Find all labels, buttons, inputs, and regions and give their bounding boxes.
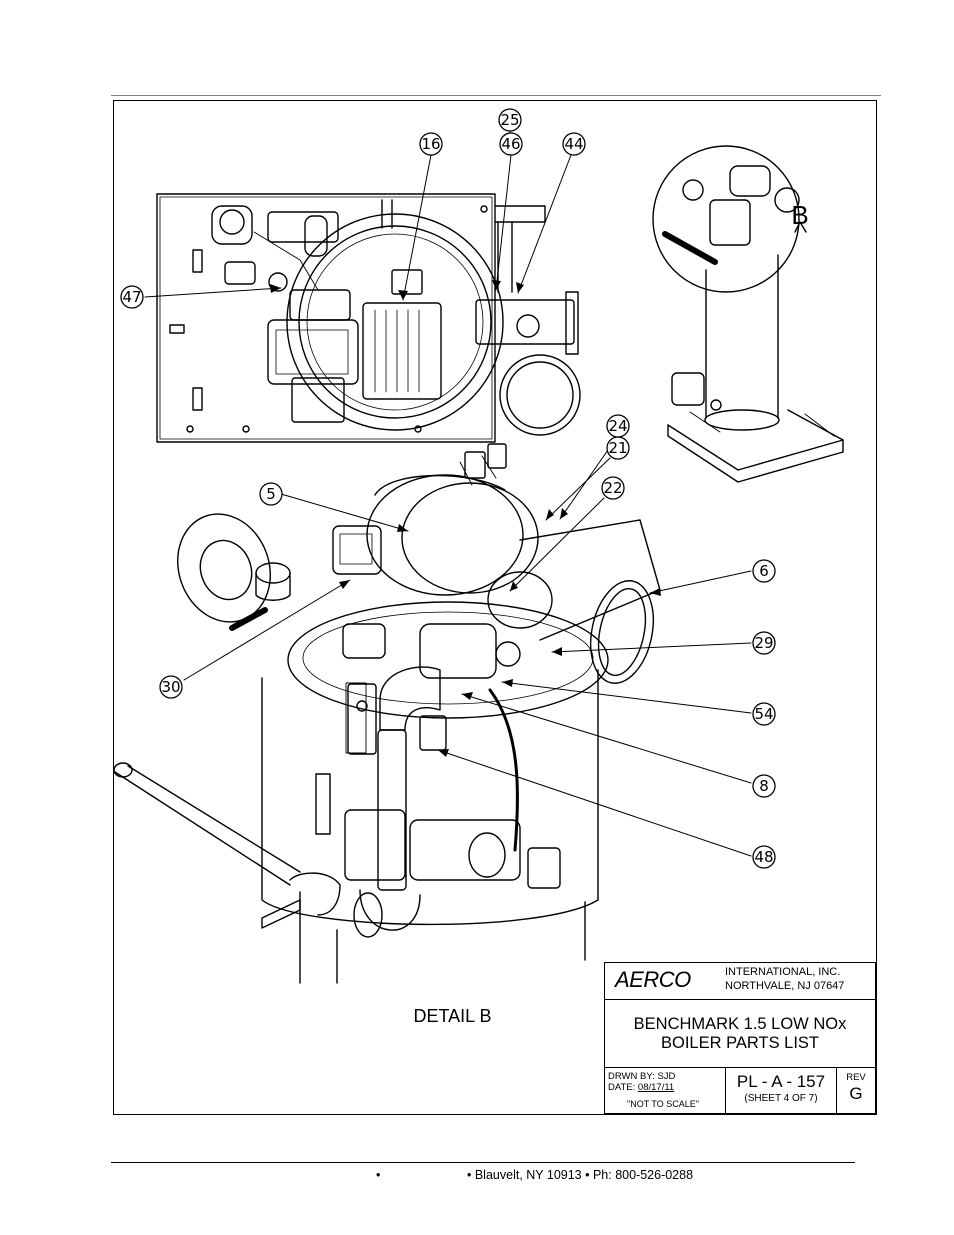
callout-29: 29 bbox=[754, 634, 773, 652]
footer-address: • Blauvelt, NY 10913 • Ph: 800-526-0288 bbox=[467, 1168, 694, 1182]
title-line-1: BENCHMARK 1.5 LOW NOx bbox=[633, 1015, 847, 1033]
callout-30: 30 bbox=[161, 678, 180, 696]
drawn-info: DRWN BY: SJD DATE: 08/17/11 "NOT TO SCAL… bbox=[605, 1068, 726, 1114]
company-logo: AERCO bbox=[615, 967, 691, 992]
callout-22: 22 bbox=[603, 479, 622, 497]
callout-8: 8 bbox=[759, 777, 769, 795]
callout-47: 47 bbox=[122, 288, 141, 306]
drawing-number: PL - A - 157 bbox=[736, 1072, 826, 1091]
revision-value: G bbox=[849, 1084, 863, 1103]
drawing-frame bbox=[113, 100, 877, 1115]
callout-21: 21 bbox=[608, 439, 627, 457]
company-line-1: INTERNATIONAL, INC. bbox=[725, 966, 841, 978]
callout-54: 54 bbox=[754, 705, 773, 723]
footer-rule bbox=[111, 1162, 855, 1164]
footer-bullet: • bbox=[376, 1168, 381, 1182]
title-block-header: AERCO INTERNATIONAL, INC. NORTHVALE, NJ … bbox=[605, 963, 875, 1000]
date-value: 08/17/11 bbox=[637, 1082, 675, 1093]
detail-b-view bbox=[113, 443, 661, 984]
revision-label: REV bbox=[846, 1072, 866, 1083]
company-line-2: NORTHVALE, NJ 07647 bbox=[725, 980, 845, 992]
callout-16: 16 bbox=[421, 135, 440, 153]
leader-arrowheads bbox=[270, 280, 661, 757]
callout-48: 48 bbox=[754, 848, 773, 866]
title-block-footer: DRWN BY: SJD DATE: 08/17/11 "NOT TO SCAL… bbox=[605, 1068, 875, 1114]
drawing-number-cell: PL - A - 157 (SHEET 4 OF 7) bbox=[726, 1068, 837, 1114]
title-block: AERCO INTERNATIONAL, INC. NORTHVALE, NJ … bbox=[604, 962, 876, 1114]
leader-lines bbox=[144, 129, 752, 857]
top-view bbox=[156, 193, 581, 443]
callout-6: 6 bbox=[759, 562, 769, 580]
detail-label: DETAIL B bbox=[413, 1006, 492, 1026]
callout-44: 44 bbox=[564, 135, 583, 153]
callout-5: 5 bbox=[266, 485, 276, 503]
header-rule bbox=[111, 95, 881, 96]
callout-24: 24 bbox=[608, 417, 627, 435]
date-label: DATE: bbox=[608, 1082, 638, 1093]
callout-labels: 25 16 46 44 47 24 21 5 22 6 29 30 54 8 4… bbox=[122, 111, 808, 866]
drawn-date: DATE: 08/17/11 bbox=[608, 1082, 674, 1093]
drawing-title: BENCHMARK 1.5 LOW NOx BOILER PARTS LIST bbox=[605, 1000, 875, 1068]
sheet-number: (SHEET 4 OF 7) bbox=[744, 1093, 818, 1104]
drawn-by: DRWN BY: SJD bbox=[608, 1071, 676, 1082]
company-address: INTERNATIONAL, INC. NORTHVALE, NJ 07647 bbox=[725, 965, 844, 993]
callout-46: 46 bbox=[501, 135, 520, 153]
revision-cell: REV G bbox=[837, 1068, 875, 1114]
isometric-view bbox=[652, 145, 844, 483]
scale-note: "NOT TO SCALE" bbox=[627, 1099, 699, 1109]
callout-balloons bbox=[120, 108, 776, 869]
title-line-2: BOILER PARTS LIST bbox=[660, 1034, 820, 1052]
view-marker-b: B bbox=[791, 200, 808, 230]
callout-25: 25 bbox=[500, 111, 519, 129]
